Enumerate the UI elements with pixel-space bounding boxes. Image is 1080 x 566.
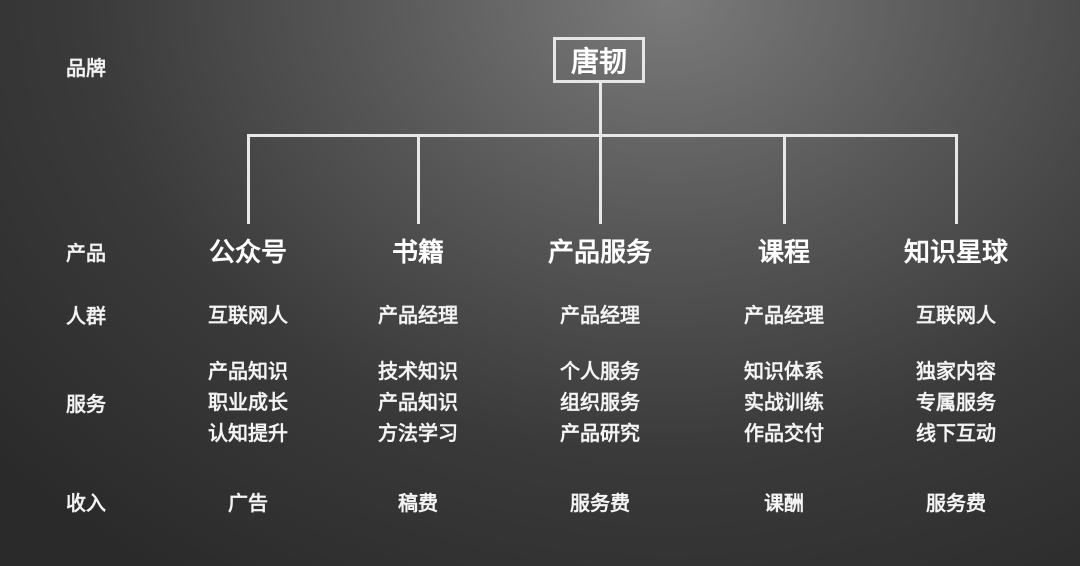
product-knowledge-planet: 知识星球 [903, 238, 1008, 268]
row-label-brand: 品牌 [66, 56, 106, 80]
connector-branch-3 [599, 134, 602, 224]
row-label-product: 产品 [66, 241, 106, 265]
row-label-service: 服务 [66, 392, 106, 416]
audience-product-services: 产品经理 [560, 303, 640, 327]
service-item: 技术知识 [378, 359, 458, 383]
row-label-income: 收入 [66, 491, 106, 515]
service-item: 产品研究 [560, 421, 640, 445]
service-item: 方法学习 [378, 421, 458, 445]
product-gongzhonghao: 公众号 [208, 238, 287, 268]
service-item: 独家内容 [916, 359, 996, 383]
service-item: 实战训练 [744, 390, 824, 414]
connector-branch-5 [955, 134, 958, 224]
service-item: 产品知识 [378, 390, 458, 414]
product-product-services: 产品服务 [547, 238, 652, 268]
services-books: 技术知识 产品知识 方法学习 [328, 356, 508, 449]
audience-knowledge-planet: 互联网人 [916, 303, 996, 327]
services-courses: 知识体系 实战训练 作品交付 [694, 356, 874, 449]
income-knowledge-planet: 服务费 [926, 491, 986, 515]
row-label-audience: 人群 [66, 304, 106, 328]
services-gongzhonghao: 产品知识 职业成长 认知提升 [158, 356, 338, 449]
services-knowledge-planet: 独家内容 专属服务 线下互动 [866, 356, 1046, 449]
brand-name: 唐韧 [570, 45, 627, 78]
service-item: 产品知识 [208, 359, 288, 383]
services-product-services: 个人服务 组织服务 产品研究 [510, 356, 690, 449]
income-books: 稿费 [398, 491, 438, 515]
audience-gongzhonghao: 互联网人 [208, 303, 288, 327]
connector-branch-1 [247, 134, 250, 224]
income-gongzhonghao: 广告 [228, 491, 268, 515]
service-item: 线下互动 [916, 421, 996, 445]
brand-box: 唐韧 [553, 37, 645, 83]
service-item: 作品交付 [744, 421, 824, 445]
connector-branch-4 [783, 134, 786, 224]
service-item: 知识体系 [744, 359, 824, 383]
income-courses: 课酬 [764, 491, 804, 515]
service-item: 个人服务 [560, 359, 640, 383]
service-item: 认知提升 [208, 421, 288, 445]
connector-horizontal [247, 134, 958, 137]
audience-books: 产品经理 [378, 303, 458, 327]
audience-courses: 产品经理 [744, 303, 824, 327]
service-item: 组织服务 [560, 390, 640, 414]
connector-trunk [599, 83, 602, 136]
connector-branch-2 [417, 134, 420, 224]
product-books: 书籍 [391, 238, 444, 268]
service-item: 职业成长 [208, 390, 288, 414]
service-item: 专属服务 [916, 390, 996, 414]
product-courses: 课程 [757, 238, 810, 268]
income-product-services: 服务费 [570, 491, 630, 515]
